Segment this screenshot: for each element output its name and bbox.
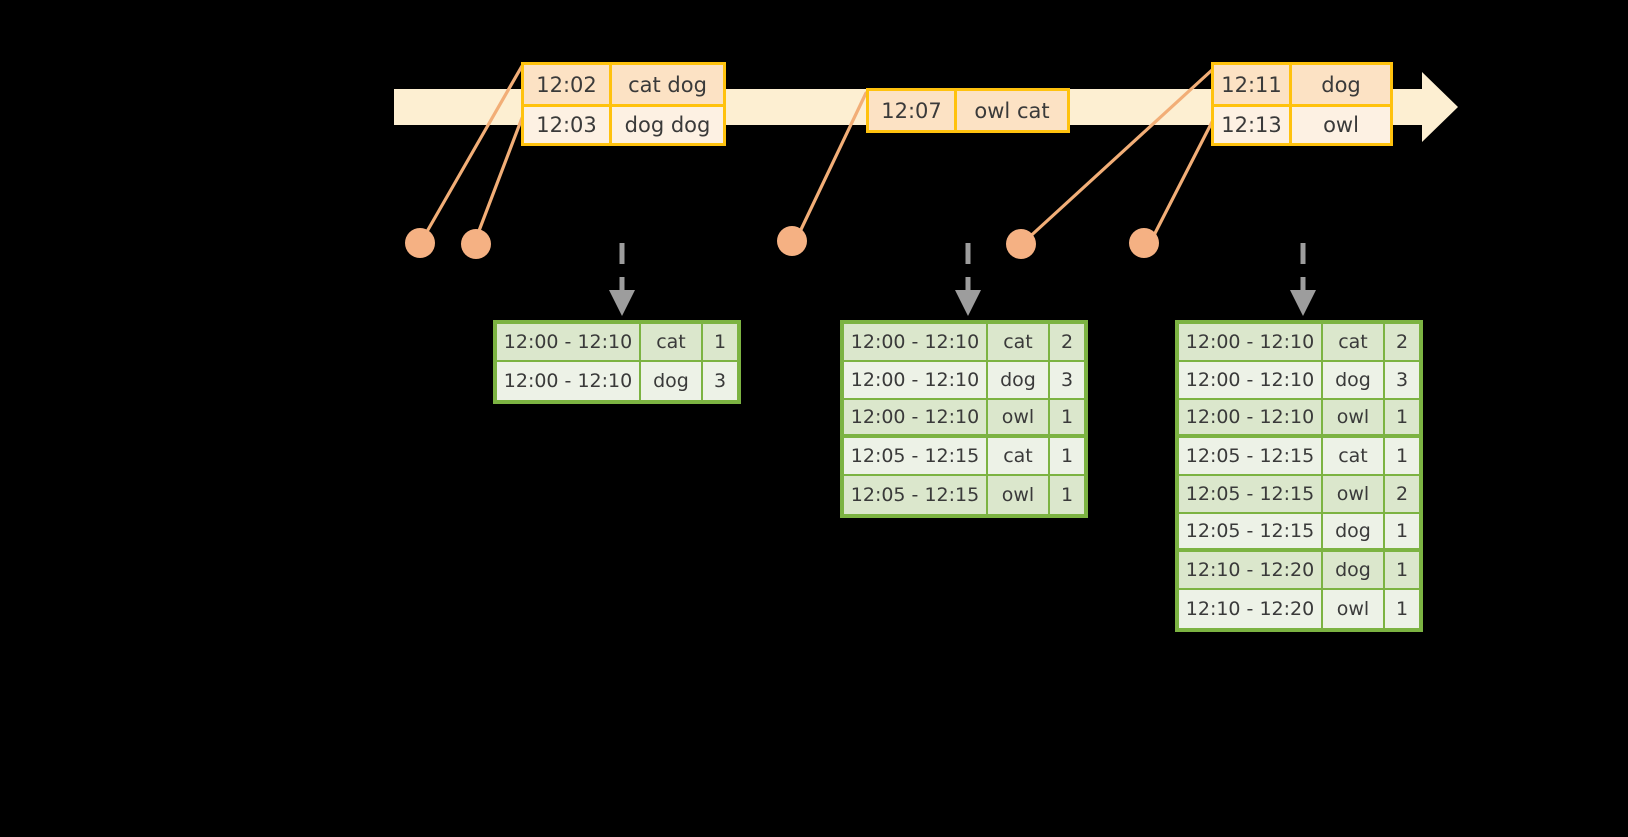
emit-arrow-1 [609, 243, 635, 316]
cell-key: owl [988, 476, 1050, 514]
event-row[interactable]: 12:03 dog dog [524, 104, 723, 143]
event-row[interactable]: 12:02 cat dog [524, 65, 723, 104]
cell-key: owl [988, 400, 1050, 434]
event-group-3[interactable]: 12:11 dog 12:13 owl [1211, 62, 1393, 146]
event-time: 12:13 [1214, 107, 1292, 143]
connector-dot [1006, 229, 1036, 259]
cell-count: 2 [1050, 324, 1084, 360]
cell-key: dog [988, 362, 1050, 398]
event-row[interactable]: 12:07 owl cat [869, 91, 1067, 130]
cell-count: 3 [1050, 362, 1084, 398]
cell-count: 3 [703, 362, 737, 400]
event-time: 12:03 [524, 107, 612, 143]
cell-count: 1 [1385, 514, 1419, 548]
emit-arrows [609, 243, 1316, 316]
event-time: 12:02 [524, 65, 612, 104]
event-group-1[interactable]: 12:02 cat dog 12:03 dog dog [521, 62, 726, 146]
cell-window: 12:00 - 12:10 [497, 362, 641, 400]
cell-window: 12:00 - 12:10 [844, 324, 988, 360]
cell-count: 2 [1385, 324, 1419, 360]
cell-window: 12:05 - 12:15 [1179, 476, 1323, 512]
connector-dot [1129, 228, 1159, 258]
emit-arrow-3 [1290, 243, 1316, 316]
event-words: dog dog [624, 113, 711, 137]
cell-window: 12:00 - 12:10 [844, 362, 988, 398]
cell-key: dog [1323, 514, 1385, 548]
event-words: owl cat [974, 98, 1050, 123]
connector-dot [461, 229, 491, 259]
cell-count: 1 [1385, 400, 1419, 434]
event-words: cat dog [628, 72, 707, 97]
cell-key: owl [1323, 590, 1385, 628]
cell-window: 12:00 - 12:10 [1179, 400, 1323, 434]
cell-key: cat [988, 438, 1050, 474]
cell-count: 1 [1050, 438, 1084, 474]
cell-window: 12:00 - 12:10 [844, 400, 988, 434]
cell-count: 1 [1385, 590, 1419, 628]
cell-key: owl [1323, 400, 1385, 434]
cell-count: 1 [1050, 476, 1084, 514]
event-time: 12:07 [869, 91, 957, 130]
cell-window: 12:05 - 12:15 [1179, 438, 1323, 474]
cell-window: 12:05 - 12:15 [844, 476, 988, 514]
event-words: dog [1321, 72, 1361, 97]
cell-key: dog [641, 362, 703, 400]
cell-key: cat [1323, 324, 1385, 360]
cell-key: cat [988, 324, 1050, 360]
cell-window: 12:00 - 12:10 [1179, 362, 1323, 398]
event-time: 12:11 [1214, 65, 1292, 104]
cell-key: dog [1323, 362, 1385, 398]
cell-window: 12:00 - 12:10 [1179, 324, 1323, 360]
cell-window: 12:10 - 12:20 [1179, 590, 1323, 628]
cell-count: 1 [1050, 400, 1084, 434]
event-group-2[interactable]: 12:07 owl cat [866, 88, 1070, 133]
connector-dot [405, 228, 435, 258]
cell-count: 2 [1385, 476, 1419, 512]
cell-key: cat [1323, 438, 1385, 474]
event-row[interactable]: 12:11 dog [1214, 65, 1390, 104]
emit-arrow-2 [955, 243, 981, 316]
cell-count: 3 [1385, 362, 1419, 398]
cell-window: 12:05 - 12:15 [1179, 514, 1323, 548]
connector-dots [405, 226, 1159, 259]
connector-dot [777, 226, 807, 256]
cell-key: owl [1323, 476, 1385, 512]
cell-count: 1 [1385, 438, 1419, 474]
cell-count: 1 [703, 324, 737, 360]
cell-count: 1 [1385, 552, 1419, 588]
cell-window: 12:10 - 12:20 [1179, 552, 1323, 588]
cell-key: cat [641, 324, 703, 360]
event-words: owl [1323, 113, 1359, 137]
cell-window: 12:00 - 12:10 [497, 324, 641, 360]
cell-window: 12:05 - 12:15 [844, 438, 988, 474]
cell-key: dog [1323, 552, 1385, 588]
event-row[interactable]: 12:13 owl [1214, 104, 1390, 143]
